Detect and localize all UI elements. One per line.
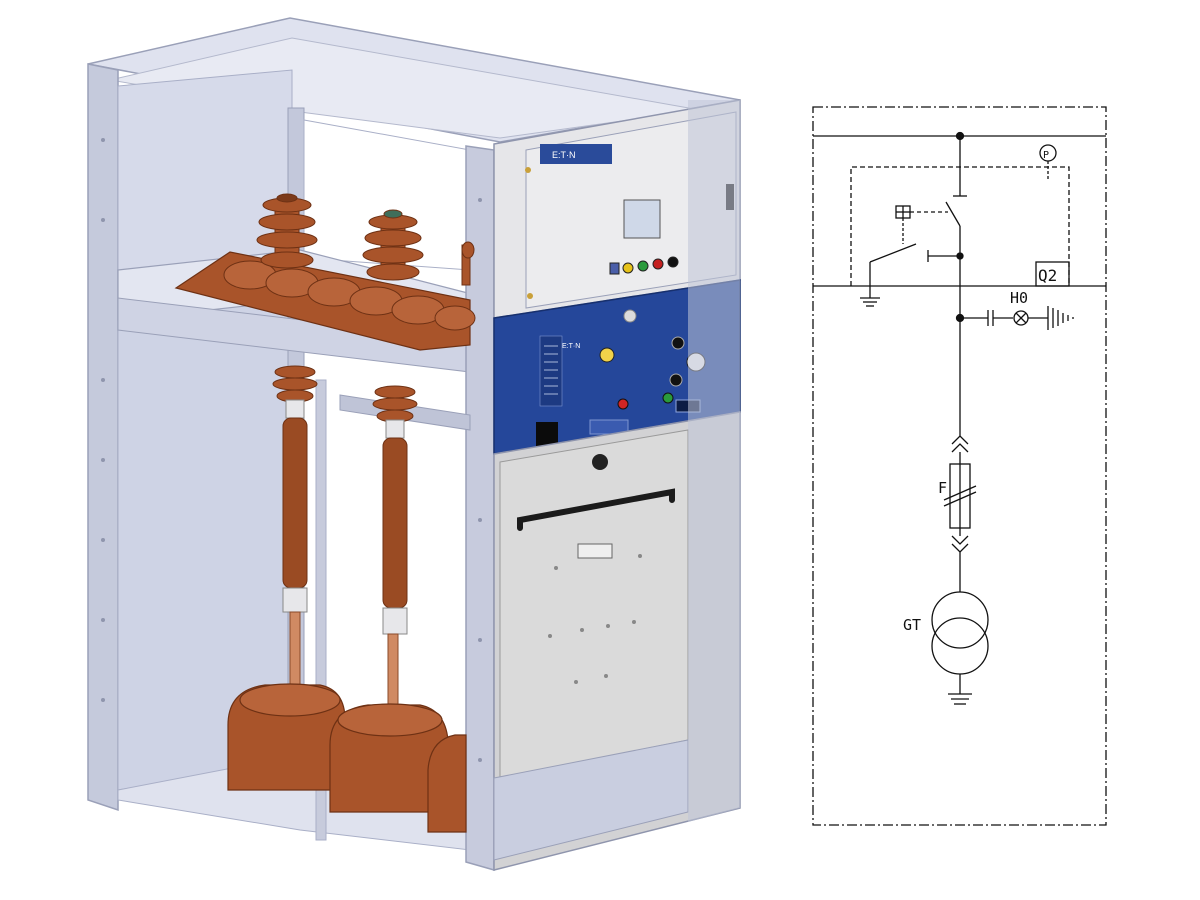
handle-icon[interactable] (517, 488, 675, 531)
top-insulator-2 (362, 209, 424, 281)
top-insulator-1 (256, 193, 318, 269)
svg-text:H0: H0 (1010, 289, 1028, 307)
switch-blade (945, 201, 961, 227)
earth-switch-socket[interactable] (669, 373, 683, 387)
lamp-icon (637, 260, 649, 272)
transformer-primary-winding (931, 591, 989, 649)
earth-switch-blade (869, 243, 917, 263)
switchgear-cabinet: E:T·N E:T·N (87, 17, 741, 871)
ground-icon (948, 693, 972, 705)
brand-text: E:T·N (552, 150, 576, 160)
cable-termination-2 (372, 385, 418, 713)
push-button-red[interactable] (617, 398, 629, 410)
brand-plate (540, 144, 612, 164)
busbar-bushing-assembly (174, 193, 476, 351)
cubicle-boundary (812, 106, 1107, 826)
lamp-icon (622, 262, 634, 274)
viewing-window (577, 543, 613, 559)
lamp-icon (667, 256, 679, 268)
voltage-transformer-2 (329, 703, 449, 813)
voltage-transformer-3 (427, 734, 467, 833)
door-knob[interactable] (592, 454, 608, 470)
transformer-secondary-winding (931, 617, 989, 675)
svg-text:GT: GT (903, 616, 921, 634)
ground-icon (860, 297, 880, 307)
relay-display (623, 199, 661, 239)
single-line-diagram: P Q2 (812, 106, 1107, 826)
ground-icon (1047, 306, 1074, 330)
mechanism-brand: E:T·N (562, 343, 580, 350)
svg-text:F: F (938, 479, 947, 497)
q2-label-box (1035, 261, 1070, 287)
cable-termination-1 (272, 365, 318, 691)
svg-text:P: P (1043, 150, 1049, 161)
indicator-lamps (609, 256, 679, 275)
voltage-transformer-1 (227, 683, 346, 791)
left-frame-post (87, 63, 119, 812)
svg-text:Q2: Q2 (1038, 266, 1057, 285)
operating-shaft-knob[interactable] (599, 347, 615, 363)
keylock[interactable] (536, 422, 558, 450)
operating-socket[interactable] (671, 336, 685, 350)
lamp-icon (652, 258, 664, 270)
push-button-green[interactable] (662, 392, 674, 404)
